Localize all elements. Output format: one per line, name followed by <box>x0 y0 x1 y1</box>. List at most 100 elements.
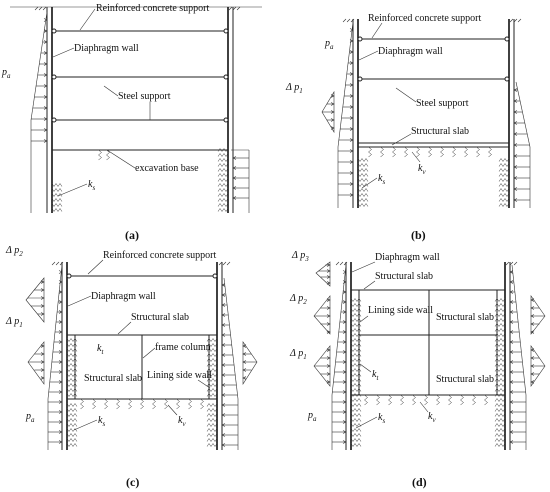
arrowhead <box>330 102 335 106</box>
soil-spring <box>494 383 506 387</box>
arrowhead <box>530 372 535 376</box>
arrowhead <box>509 420 514 424</box>
arrowhead <box>513 187 518 191</box>
arrowhead <box>43 51 48 55</box>
base-spring <box>176 398 180 410</box>
base-spring <box>128 398 132 410</box>
arrowhead <box>509 320 514 324</box>
soil-spring <box>206 373 218 377</box>
base-spring <box>380 146 384 158</box>
arrowhead <box>509 340 514 344</box>
arrowhead <box>342 290 347 294</box>
soil-spring <box>494 318 506 322</box>
soil-spring <box>66 408 78 412</box>
ground-hatch <box>42 6 47 11</box>
soil-spring <box>494 408 506 412</box>
soil-spring <box>217 198 229 202</box>
arrowhead <box>330 110 335 114</box>
ground-hatch <box>38 6 43 11</box>
panel-c-pressure-arrows <box>27 261 257 447</box>
soil-spring <box>350 333 362 337</box>
soil-spring <box>494 323 506 327</box>
arrowhead <box>221 303 226 307</box>
label-dp3: Δ p3 <box>291 250 309 263</box>
label-steel-support: Steel support <box>416 98 469 109</box>
arrowhead <box>221 353 226 357</box>
base-spring <box>106 149 110 161</box>
ground-hatch <box>335 261 340 266</box>
arrowhead <box>342 300 347 304</box>
soil-spring <box>350 363 362 367</box>
label-structural-slab-top: Structural slab <box>375 271 433 282</box>
arrowhead <box>242 376 247 380</box>
arrowhead <box>349 193 354 197</box>
panel-b: Reinforced concrete support Diaphragm wa… <box>285 13 531 242</box>
soil-spring <box>217 178 229 182</box>
base-spring <box>436 394 440 406</box>
arrowhead <box>349 160 354 164</box>
soil-spring <box>494 423 506 427</box>
arrowhead <box>58 270 63 274</box>
ground-hatch <box>513 261 518 266</box>
soil-spring <box>350 343 362 347</box>
arrowhead <box>509 410 514 414</box>
arrowhead <box>242 360 247 364</box>
soil-spring <box>66 418 78 422</box>
soil-spring <box>66 348 78 352</box>
soil-spring <box>217 168 229 172</box>
soil-spring <box>66 423 78 427</box>
soil-spring <box>357 193 369 197</box>
arrowhead <box>513 165 518 169</box>
soil-spring <box>206 443 218 447</box>
arrowhead <box>530 298 535 302</box>
soil-spring <box>66 368 78 372</box>
arrowhead <box>342 320 347 324</box>
arrowhead <box>326 269 331 273</box>
arrowhead <box>509 310 514 314</box>
soil-spring <box>217 148 229 152</box>
arrowhead <box>58 330 63 334</box>
arrowhead <box>530 380 535 384</box>
soil-spring <box>350 393 362 397</box>
soil-spring <box>357 158 369 162</box>
panel-b-labels: Reinforced concrete support Diaphragm wa… <box>285 13 482 242</box>
soil-spring <box>206 383 218 387</box>
soil-spring <box>206 413 218 417</box>
soil-spring <box>66 433 78 437</box>
arrowhead <box>40 280 45 284</box>
soil-spring <box>51 188 63 192</box>
arrowhead <box>530 322 535 326</box>
soil-spring <box>494 328 506 332</box>
label-lining-side-wall: Lining side wall <box>368 305 433 316</box>
base-spring <box>92 398 96 410</box>
arrowhead <box>43 40 48 44</box>
soil-spring <box>66 428 78 432</box>
arrowhead <box>221 323 226 327</box>
ground-hatch <box>339 261 344 266</box>
arrowhead <box>43 117 48 121</box>
soil-spring <box>66 403 78 407</box>
ground-hatch <box>218 261 223 266</box>
arrowhead <box>242 352 247 356</box>
soil-spring <box>494 433 506 437</box>
soil-spring <box>350 378 362 382</box>
arrowhead <box>509 270 514 274</box>
ground-hatch <box>509 18 514 23</box>
arrowhead <box>58 440 63 444</box>
soil-spring <box>498 198 510 202</box>
soil-spring <box>350 298 362 302</box>
arrowhead <box>342 280 347 284</box>
base-spring <box>484 394 488 406</box>
panel-c: Reinforced concrete support Diaphragm wa… <box>5 245 258 489</box>
soil-spring <box>498 203 510 207</box>
soil-spring <box>350 403 362 407</box>
soil-spring <box>66 443 78 447</box>
label-structural-slab-bot: Structural slab <box>436 374 494 385</box>
arrowhead <box>221 293 226 297</box>
soil-spring <box>357 203 369 207</box>
arrowhead <box>513 143 518 147</box>
soil-spring <box>217 208 229 212</box>
soil-spring <box>206 423 218 427</box>
arrowhead <box>349 182 354 186</box>
